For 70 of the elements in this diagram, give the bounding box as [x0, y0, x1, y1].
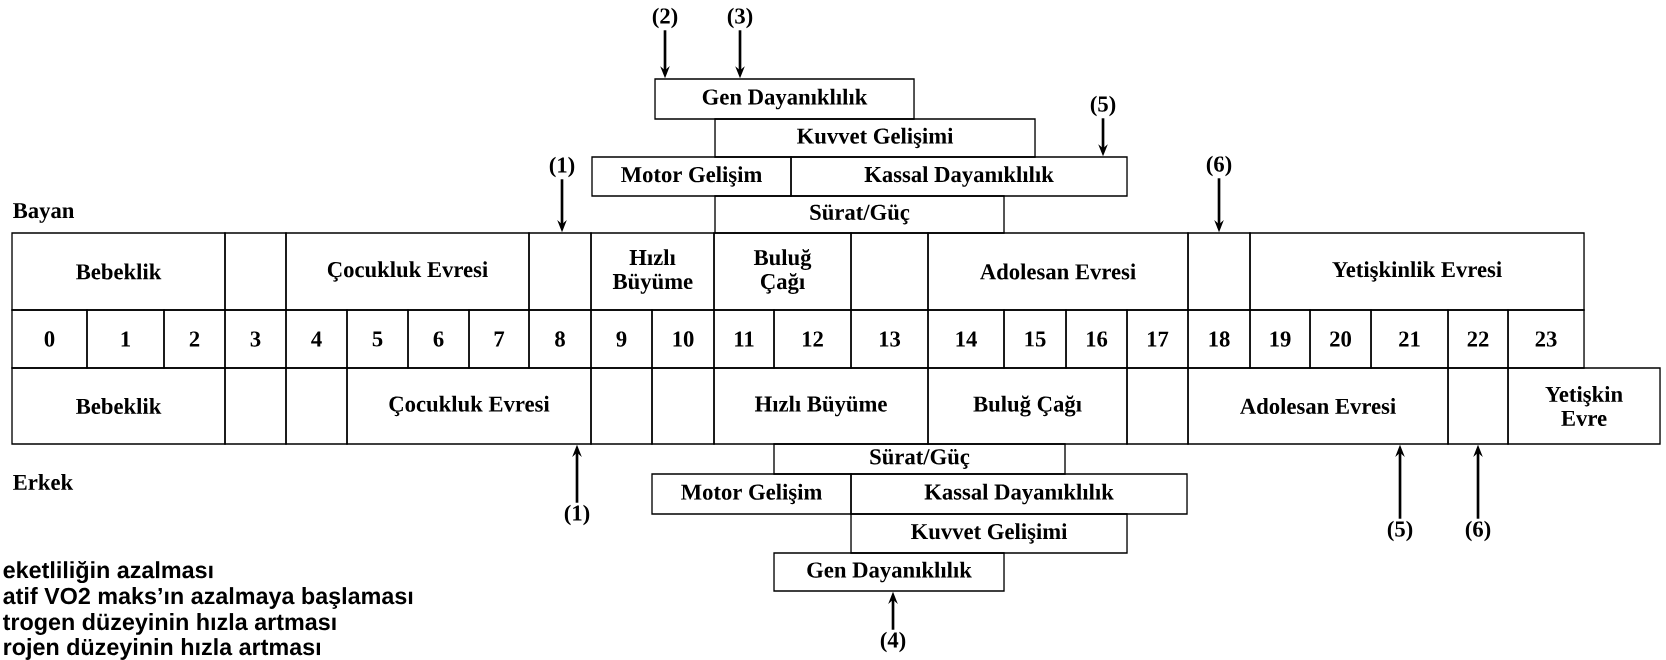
callout-number: (1) [549, 156, 575, 178]
row-label: Erkek [13, 474, 74, 490]
stage-cell: Buluğ Çağı [927, 367, 1128, 445]
callout-number: (5) [1387, 520, 1413, 542]
age-cell: 6 [407, 309, 470, 369]
note-text: eketliliğin azalması [3, 560, 213, 584]
age-cell: 22 [1447, 309, 1509, 369]
note-text: atif VO2 maks’ın azalmaya başlaması [3, 587, 413, 609]
stage-cell: Adolesan Evresi [1187, 367, 1449, 445]
age-cell: 10 [651, 309, 715, 369]
empty-cell [285, 367, 348, 445]
age-cell: 7 [468, 309, 530, 369]
note-text: rojen düzeyinin hızla artması [4, 638, 320, 660]
empty-cell [1187, 232, 1251, 311]
age-cell: 15 [1003, 309, 1067, 369]
age-cell: 21 [1370, 309, 1449, 369]
age-cell: 23 [1507, 309, 1585, 369]
stage-cell: Yetişkinlik Evresi [1249, 232, 1585, 311]
stage-cell: Hızlı Büyüme [590, 232, 715, 311]
stage-cell: Bebeklik [11, 232, 226, 311]
stage-cell: Çocukluk Evresi [346, 367, 592, 445]
quality-box: Gen Dayanıklılık [654, 78, 915, 120]
empty-cell [1447, 367, 1509, 445]
age-cell: 20 [1309, 309, 1372, 369]
age-cell: 1 [86, 309, 165, 369]
stage-cell: Çocukluk Evresi [285, 232, 530, 311]
age-cell: 16 [1065, 309, 1128, 369]
age-cell: 0 [11, 309, 88, 369]
quality-box: Motor Gelişim [651, 473, 852, 515]
callout-number: (4) [880, 631, 906, 653]
age-cell: 11 [713, 309, 775, 369]
callout-number: (3) [727, 7, 753, 29]
age-cell: 5 [346, 309, 409, 369]
quality-box: Kuvvet Gelişimi [850, 513, 1128, 554]
quality-box: Motor Gelişim [591, 156, 792, 197]
stage-cell: Yetişkin Evre [1507, 367, 1661, 445]
age-cell: 3 [224, 309, 287, 369]
quality-box: Kassal Dayanıklılık [850, 473, 1188, 515]
empty-cell [590, 367, 653, 445]
age-cell: 2 [163, 309, 226, 369]
callout-number: (6) [1465, 520, 1491, 542]
age-cell: 13 [850, 309, 929, 369]
age-cell: 17 [1126, 309, 1189, 369]
stage-cell: Hızlı Büyüme [713, 367, 929, 445]
callout-number: (6) [1206, 155, 1232, 177]
empty-cell [850, 232, 929, 311]
empty-cell [651, 367, 715, 445]
empty-cell [224, 232, 287, 311]
age-cell: 19 [1249, 309, 1311, 369]
stage-cell: Buluğ Çağı [713, 232, 852, 311]
quality-box: Kassal Dayanıklılık [790, 156, 1128, 197]
quality-box: Kuvvet Gelişimi [714, 118, 1036, 158]
empty-cell [224, 367, 287, 445]
quality-box: Gen Dayanıklılık [773, 552, 1005, 592]
age-cell: 9 [590, 309, 653, 369]
age-cell: 12 [773, 309, 852, 369]
note-text: trogen düzeyinin hızla artması [2, 613, 336, 635]
quality-box: Sürat/Güç [773, 443, 1066, 475]
age-cell: 4 [285, 309, 348, 369]
callout-number: (1) [564, 504, 590, 526]
stage-cell: Adolesan Evresi [927, 232, 1189, 311]
callout-number: (5) [1090, 95, 1116, 117]
empty-cell [1126, 367, 1189, 445]
empty-cell [528, 232, 592, 311]
age-cell: 8 [528, 309, 592, 369]
age-cell: 18 [1187, 309, 1251, 369]
stage-cell: Bebeklik [11, 367, 226, 445]
quality-box: Sürat/Güç [714, 195, 1005, 234]
callout-number: (2) [652, 7, 678, 29]
age-cell: 14 [927, 309, 1005, 369]
